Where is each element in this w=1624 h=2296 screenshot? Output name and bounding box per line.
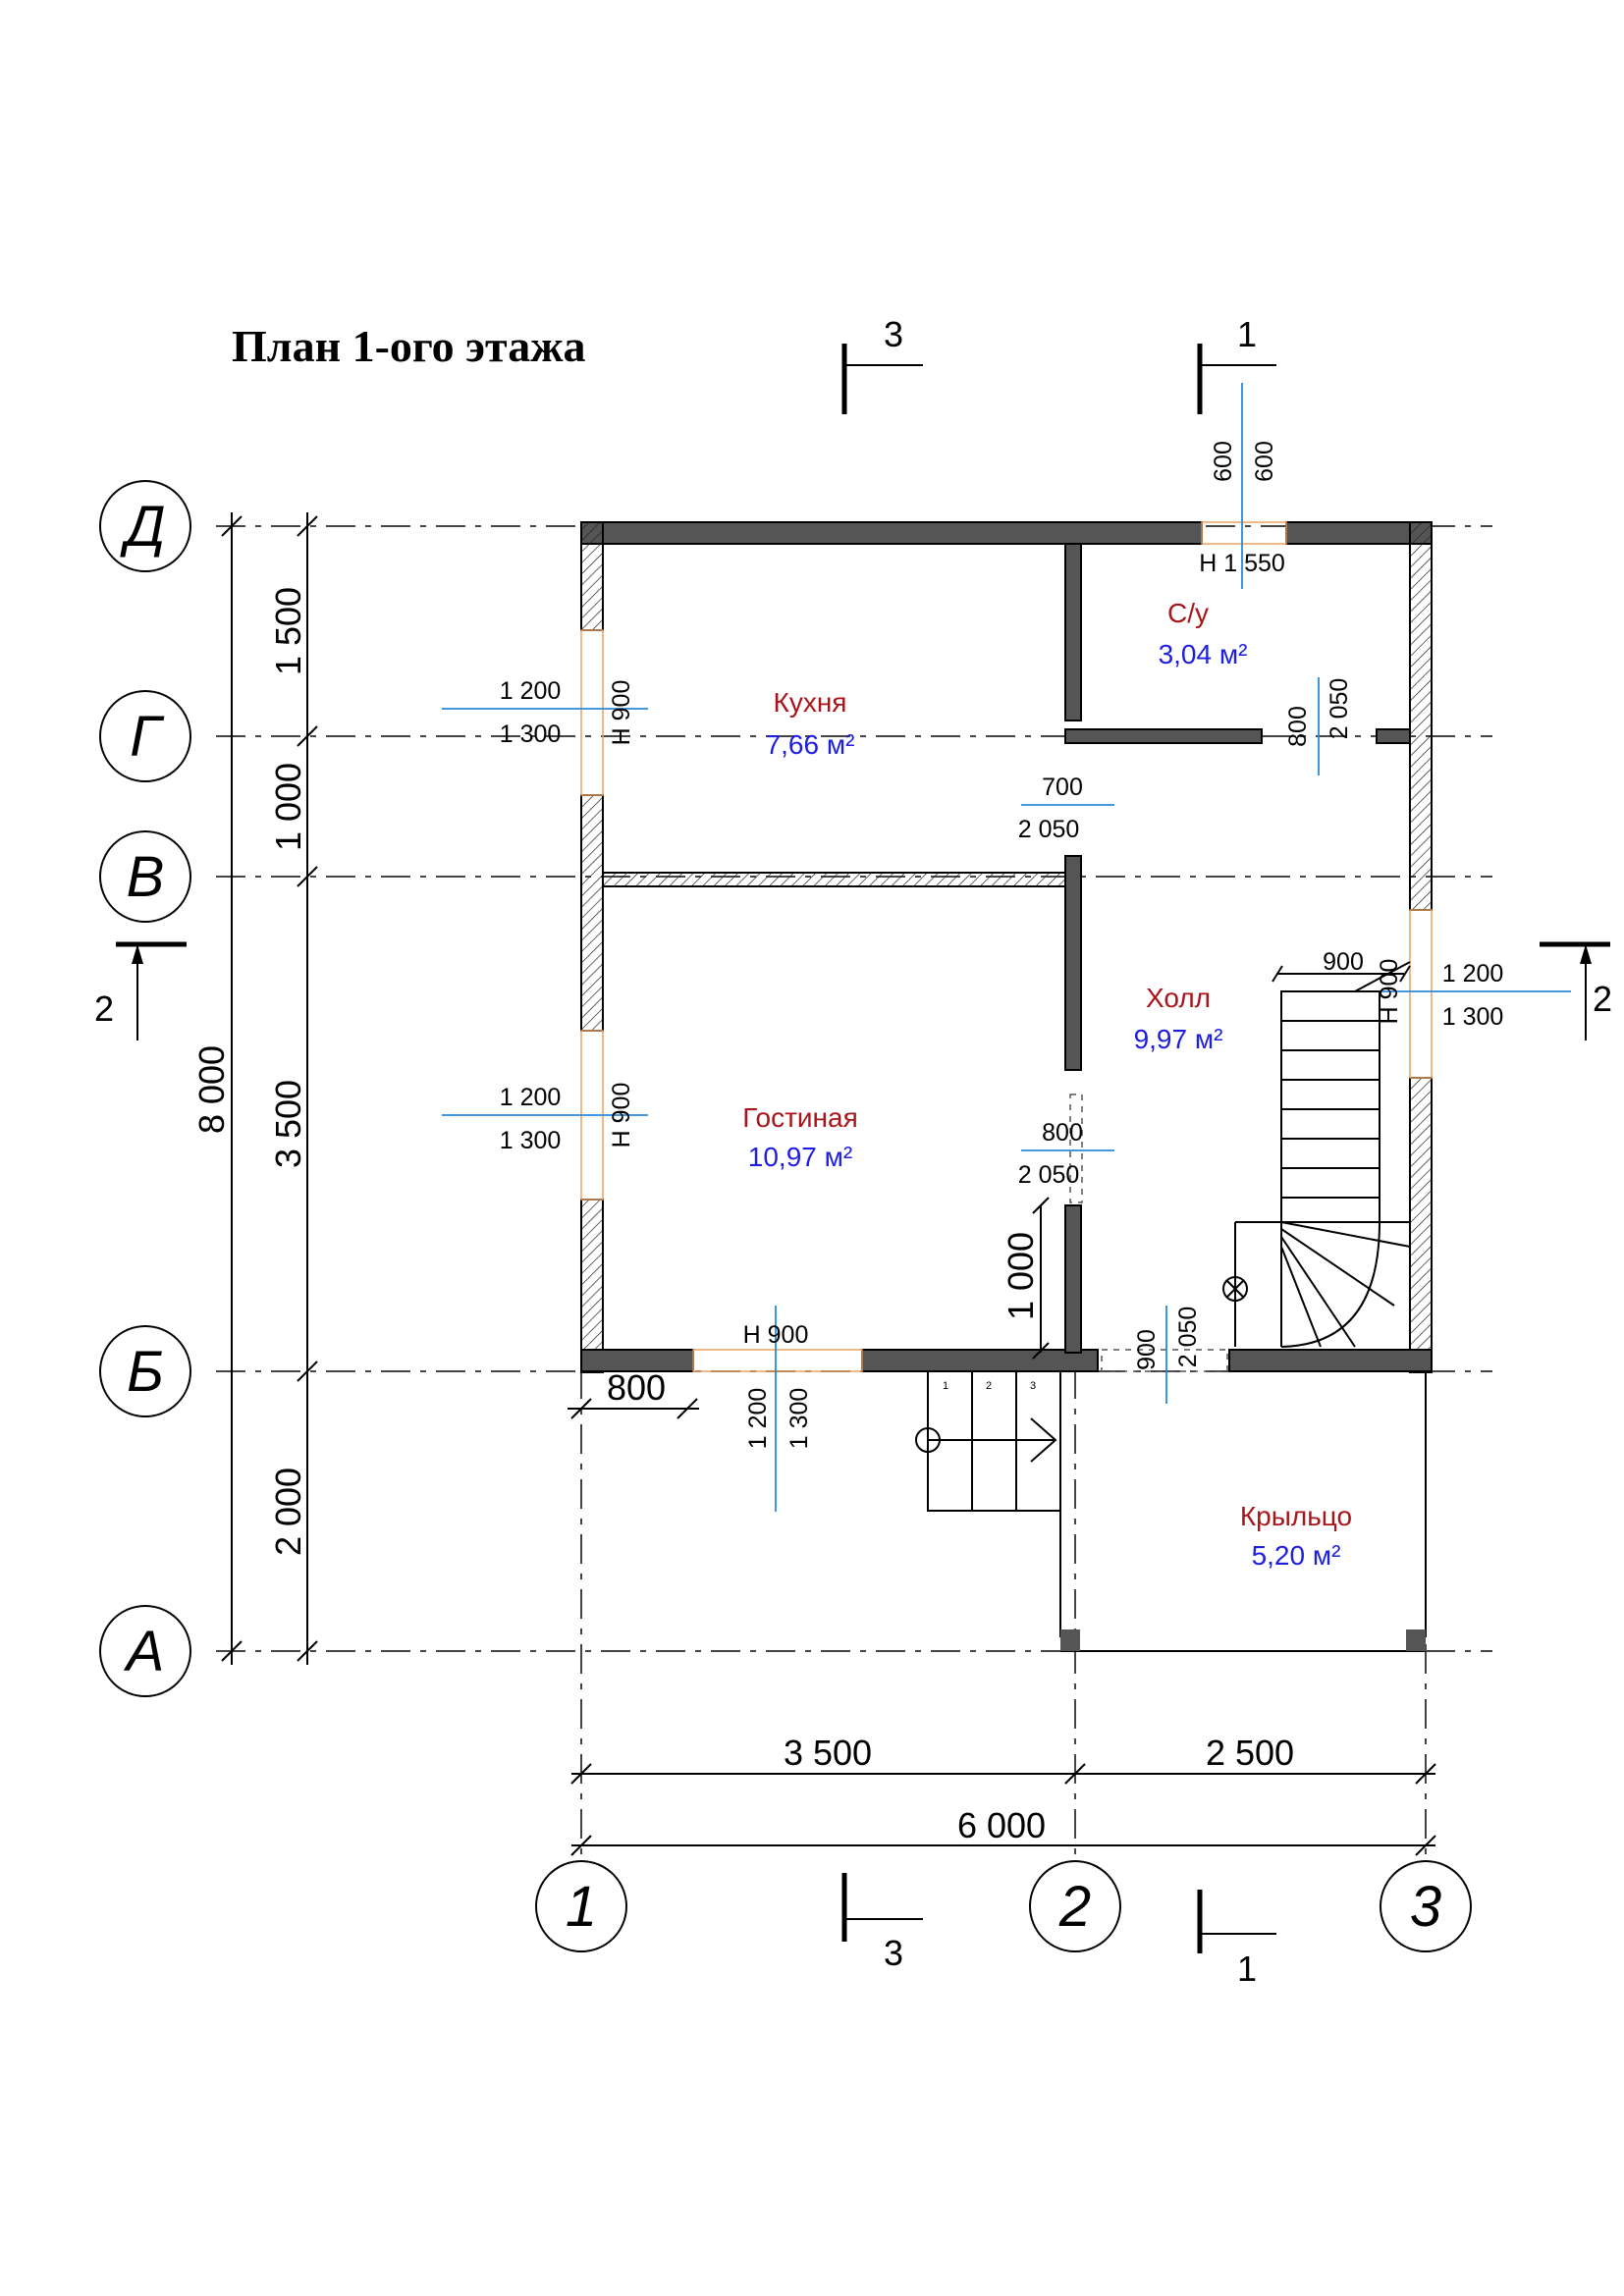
room-kitchen: Кухня 7,66 м² xyxy=(766,687,855,760)
window-wc: 600 600 Н 1 550 xyxy=(1199,383,1285,589)
row-axis-d: Д xyxy=(99,480,191,572)
window-hall: 1 200 1 300 Н 900 900 xyxy=(1272,948,1571,1031)
porch-post-right xyxy=(1406,1629,1426,1651)
section-2-right: 2 xyxy=(1540,941,1612,1041)
dim-left-seg-4: 2 000 xyxy=(268,1468,308,1556)
dim-left-total: 8 000 xyxy=(191,1045,232,1134)
room-area: 5,20 м² xyxy=(1252,1540,1341,1571)
col-axis-2: 2 xyxy=(1029,1860,1121,1952)
section-1-bottom: 1 xyxy=(1197,1890,1276,1989)
svg-text:1 000: 1 000 xyxy=(1001,1232,1041,1320)
svg-text:900: 900 xyxy=(1323,948,1364,976)
room-hall: Холл 9,97 м² xyxy=(1134,983,1223,1054)
svg-text:2 050: 2 050 xyxy=(1018,816,1080,843)
window-front: Н 900 1 200 1 300 xyxy=(743,1306,813,1512)
svg-text:1 300: 1 300 xyxy=(1442,1003,1504,1031)
svg-text:1: 1 xyxy=(1237,1949,1257,1989)
dim-left-seg-3: 3 500 xyxy=(268,1080,308,1168)
window-living: 1 200 1 300 Н 900 xyxy=(442,1083,648,1154)
axis-label-v: В xyxy=(127,845,165,909)
col-axis-3: 3 xyxy=(1380,1860,1472,1952)
svg-text:2 050: 2 050 xyxy=(1018,1161,1080,1189)
room-area: 9,97 м² xyxy=(1134,1024,1223,1054)
section-1-top: 1 xyxy=(1197,314,1276,414)
dim-porch-offset: 800 xyxy=(607,1367,666,1408)
room-area: 7,66 м² xyxy=(766,729,855,760)
axis-label-2: 2 xyxy=(1058,1875,1091,1939)
axis-label-3: 3 xyxy=(1410,1875,1441,1939)
axis-label-1: 1 xyxy=(566,1875,597,1939)
svg-text:Н 900: Н 900 xyxy=(743,1321,809,1349)
svg-text:2: 2 xyxy=(1593,979,1612,1019)
room-name: Холл xyxy=(1146,983,1211,1013)
row-axis-b: Б xyxy=(99,1325,191,1417)
col-axis-1: 1 xyxy=(535,1860,627,1952)
axis-label-a: А xyxy=(124,1620,165,1683)
room-area: 3,04 м² xyxy=(1159,639,1248,669)
room-name: С/у xyxy=(1167,598,1209,628)
svg-text:800: 800 xyxy=(1042,1119,1083,1147)
room-name: Крыльцо xyxy=(1240,1501,1352,1531)
interior-staircase xyxy=(1222,961,1411,1348)
svg-text:900: 900 xyxy=(1133,1329,1161,1370)
section-3-bottom: 3 xyxy=(841,1873,923,1973)
svg-text:600: 600 xyxy=(1210,441,1237,482)
porch-outline xyxy=(1059,1371,1427,1652)
bottom-dimensions: 3 500 2 500 6 000 800 xyxy=(568,1367,1436,1856)
svg-text:700: 700 xyxy=(1042,774,1083,801)
dim-bottom-seg-1: 3 500 xyxy=(784,1733,872,1773)
plan-title: План 1-ого этажа xyxy=(232,321,586,371)
svg-text:2: 2 xyxy=(94,988,114,1029)
svg-text:800: 800 xyxy=(1284,706,1312,747)
room-porch: Крыльцо 5,20 м² xyxy=(1240,1501,1352,1571)
dim-left-seg-1: 1 500 xyxy=(268,587,308,675)
svg-text:1: 1 xyxy=(943,1380,948,1392)
svg-text:1 200: 1 200 xyxy=(500,1084,562,1111)
svg-text:Н 1 550: Н 1 550 xyxy=(1199,550,1285,577)
door-kitchen: 700 2 050 xyxy=(1018,774,1114,843)
svg-text:Н 900: Н 900 xyxy=(608,680,635,746)
axis-label-g: Г xyxy=(130,705,165,769)
dim-hall-offset: 1 000 xyxy=(1001,1197,1050,1360)
svg-text:1 300: 1 300 xyxy=(500,721,562,748)
porch-post-left xyxy=(1060,1629,1080,1651)
row-axis-g: Г xyxy=(99,690,191,782)
porch-steps: 1 2 3 xyxy=(915,1370,1061,1512)
room-area: 10,97 м² xyxy=(748,1142,852,1172)
section-3-top: 3 xyxy=(841,314,923,414)
svg-text:1 200: 1 200 xyxy=(1442,960,1504,988)
svg-text:3: 3 xyxy=(1030,1380,1036,1392)
svg-text:1 300: 1 300 xyxy=(500,1127,562,1154)
dim-left-seg-2: 1 000 xyxy=(268,763,308,851)
room-living: Гостиная 10,97 м² xyxy=(742,1102,858,1172)
svg-text:2 050: 2 050 xyxy=(1174,1307,1202,1368)
room-name: Кухня xyxy=(774,687,847,718)
axis-label-b: Б xyxy=(127,1340,164,1404)
svg-text:1 300: 1 300 xyxy=(785,1388,813,1450)
room-wc: С/у 3,04 м² xyxy=(1159,598,1248,669)
svg-text:1 200: 1 200 xyxy=(744,1388,772,1450)
left-dimensions: 8 000 1 500 1 000 3 500 2 000 xyxy=(191,512,318,1665)
section-2-left: 2 xyxy=(94,941,187,1041)
svg-text:1: 1 xyxy=(1237,314,1257,354)
door-living: 800 2 050 xyxy=(1018,1119,1114,1189)
svg-text:600: 600 xyxy=(1251,441,1278,482)
row-axis-a: А xyxy=(99,1605,191,1697)
door-entry: 900 2 050 xyxy=(1133,1306,1202,1404)
axis-label-d: Д xyxy=(120,495,166,559)
dim-bottom-seg-2: 2 500 xyxy=(1206,1733,1294,1773)
window-kitchen: 1 200 1 300 Н 900 xyxy=(442,677,648,748)
door-wc: 800 2 050 xyxy=(1284,677,1353,775)
svg-text:3: 3 xyxy=(884,1933,903,1973)
row-axis-v: В xyxy=(99,830,191,923)
room-name: Гостиная xyxy=(742,1102,858,1133)
walls xyxy=(580,521,1433,1373)
svg-text:3: 3 xyxy=(884,314,903,354)
svg-text:2: 2 xyxy=(986,1380,992,1392)
svg-text:1 200: 1 200 xyxy=(500,677,562,705)
svg-text:2 050: 2 050 xyxy=(1326,678,1353,740)
dim-bottom-total: 6 000 xyxy=(957,1805,1046,1845)
svg-text:Н 900: Н 900 xyxy=(608,1083,635,1148)
